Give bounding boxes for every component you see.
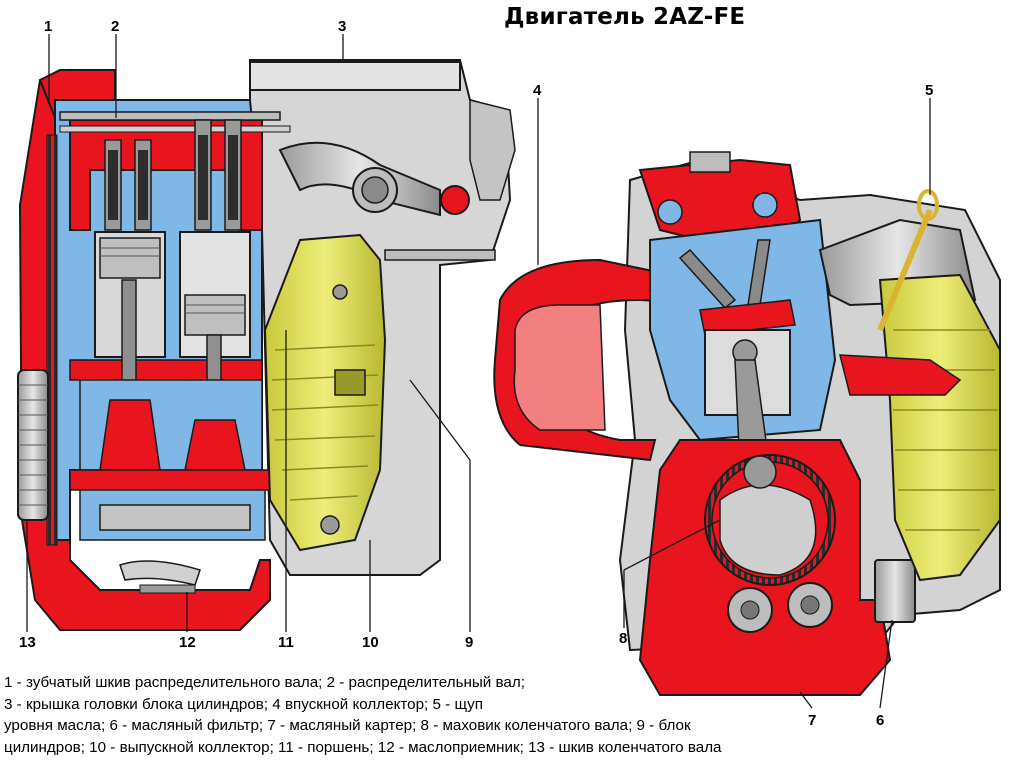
callout-1: 1 — [44, 18, 53, 35]
diagram-title: Двигатель 2AZ-FE — [504, 4, 746, 30]
left-engine-view — [17, 59, 516, 631]
callout-2: 2 — [111, 18, 120, 35]
legend-line-2: 3 - крышка головки блока цилиндров; 4 вп… — [4, 695, 483, 713]
legend-line-1: 1 - зубчатый шкив распределительного вал… — [4, 674, 525, 691]
callout-7: 7 — [808, 712, 817, 729]
leader-lines — [26, 34, 931, 709]
callout-10: 10 — [362, 634, 379, 651]
callout-5: 5 — [925, 82, 934, 99]
callout-6: 6 — [876, 712, 885, 729]
callout-9: 9 — [465, 634, 474, 651]
legend-line-4: цилиндров; 10 - выпускной коллектор; 11 … — [4, 738, 722, 756]
callout-13: 13 — [19, 634, 36, 651]
legend-line-3: уровня масла; 6 - масляный фильтр; 7 - м… — [4, 717, 691, 734]
callout-4: 4 — [533, 82, 542, 99]
callout-3: 3 — [338, 18, 347, 35]
callout-8: 8 — [619, 630, 628, 647]
legend-caption: 1 - зубчатый шкив распределительного вал… — [4, 672, 1022, 758]
right-engine-view — [493, 151, 1001, 696]
callout-11: 11 — [278, 634, 294, 651]
callout-12: 12 — [179, 634, 196, 651]
